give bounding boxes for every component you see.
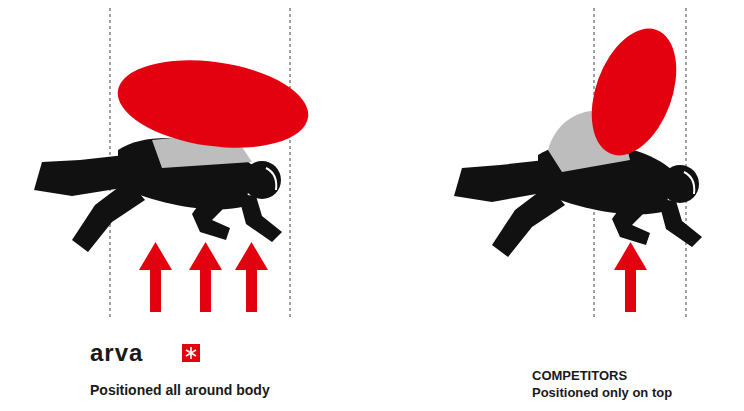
brand-logo: arva <box>90 340 143 366</box>
logo-icon <box>182 344 200 362</box>
helmet-visor <box>266 168 276 190</box>
airflow-arrows <box>139 242 268 312</box>
competitor-heading: COMPETITORS <box>532 369 627 383</box>
caption-text: Positioned only on top <box>532 386 672 400</box>
guide-line <box>290 8 291 318</box>
airbag <box>576 17 693 167</box>
logo-icon-mark <box>186 347 196 359</box>
guide-line <box>686 8 687 318</box>
caption-text: Positioned all around body <box>90 383 270 398</box>
airbag <box>112 49 314 159</box>
helmet-visor <box>684 172 694 194</box>
airflow-arrow <box>614 242 647 312</box>
